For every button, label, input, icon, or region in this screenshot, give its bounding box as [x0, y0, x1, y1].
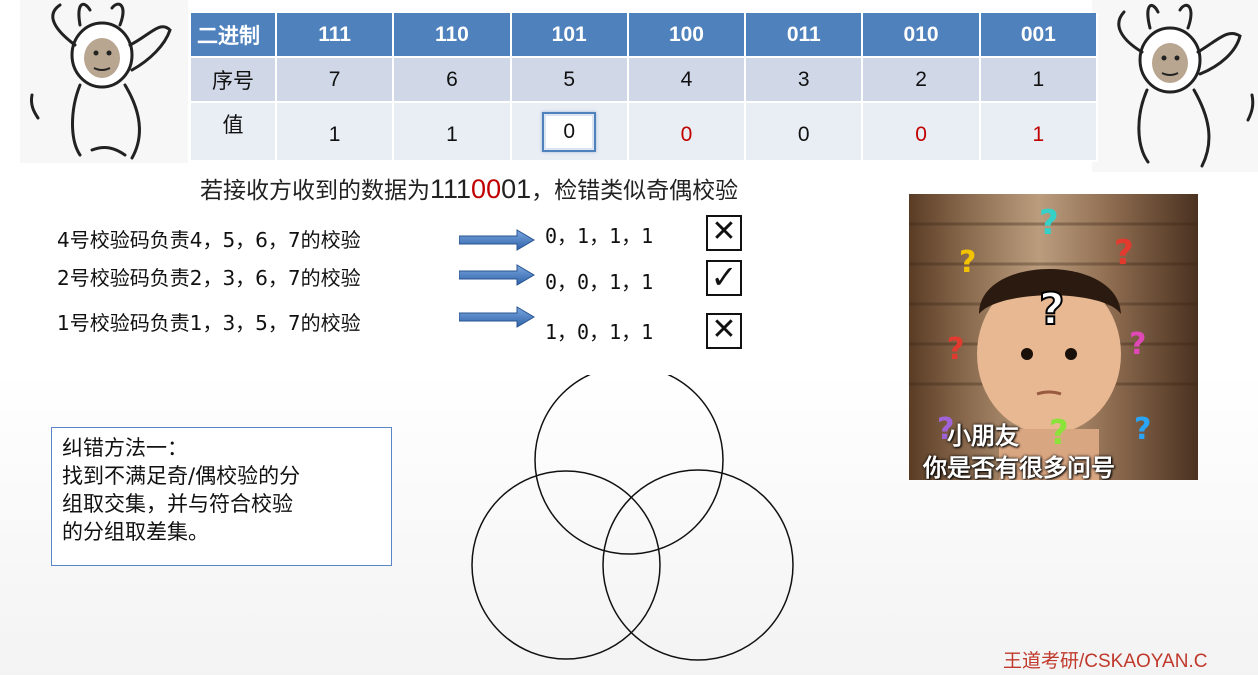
- meme-caption-line1: 小朋友: [947, 422, 1019, 450]
- value-cell: 0: [627, 102, 747, 162]
- table-header-row: 二进制 111 110 101 100 011 010 001: [191, 13, 1099, 58]
- received-code-part3: 01: [501, 174, 532, 204]
- value-cell: 1: [393, 102, 512, 162]
- arrow-icon: [459, 229, 535, 251]
- binary-cell: 010: [862, 13, 981, 58]
- check-rule-1: 1号校验码负责1，3，5，7的校验: [57, 311, 361, 335]
- svg-text:?: ?: [1039, 203, 1059, 243]
- svg-text:?: ?: [1039, 284, 1065, 335]
- value-cell-highlighted: 0: [510, 102, 629, 162]
- venn-circle-top: [534, 375, 724, 555]
- value-cell: 0: [745, 102, 864, 162]
- note-line: 组取交集，并与符合校验: [62, 492, 293, 516]
- binary-header-label: 二进制: [191, 13, 277, 58]
- cross-mark-icon: ✕: [706, 215, 742, 251]
- binary-cell: 110: [393, 13, 512, 58]
- check-rule-4: 4号校验码负责4，5，6，7的校验: [57, 228, 361, 252]
- left-meme-sticker: [20, 0, 188, 163]
- received-data-sentence: 若接收方收到的数据为1110001，检错类似奇偶校验: [200, 171, 738, 205]
- brand-watermark: 王道考研/CSKAOYAN.C: [1003, 651, 1208, 672]
- correction-method-note: 纠错方法一： 找到不满足奇/偶校验的分 组取交集，并与符合校验 的分组取差集。: [51, 427, 392, 566]
- highlighted-bit: 0: [542, 112, 597, 152]
- check-values-2: 0，0，1，1: [545, 270, 654, 294]
- value-cell: 0: [862, 102, 981, 162]
- right-meme-sticker: [1092, 0, 1258, 172]
- cross-mark-icon: ✕: [706, 313, 742, 349]
- svg-text:?: ?: [959, 245, 976, 280]
- binary-cell: 011: [745, 13, 864, 58]
- note-line: 的分组取差集。: [62, 520, 209, 544]
- venn-circle-right: [602, 469, 794, 661]
- binary-cell: 101: [510, 13, 629, 58]
- check-mark-icon: ✓: [706, 260, 742, 296]
- svg-text:?: ?: [947, 332, 964, 367]
- index-cell: 2: [862, 57, 981, 103]
- note-line: 找到不满足奇/偶校验的分: [62, 464, 301, 488]
- index-cell: 6: [393, 57, 512, 103]
- table-row-index: 序号 7 6 5 4 3 2 1: [191, 57, 1099, 103]
- table-row-value: 值 1 1 0 0 0 0 1: [191, 102, 1099, 162]
- note-title: 纠错方法一：: [62, 436, 188, 460]
- rabbit-meme-icon: [30, 2, 172, 160]
- question-baby-meme: ? ? ? ? ? ? ? ? ? 小朋友 你是否有很多问号: [909, 194, 1198, 480]
- svg-text:?: ?: [1114, 233, 1134, 273]
- svg-text:?: ?: [937, 412, 954, 447]
- index-cell: 3: [745, 57, 864, 103]
- baby-photo-image: ? ? ? ? ? ? ? ? ?: [909, 203, 1198, 480]
- svg-text:?: ?: [1129, 327, 1146, 362]
- index-cell: 7: [276, 57, 395, 103]
- meme-caption-line2: 你是否有很多问号: [923, 454, 1115, 480]
- arrow-icon: [459, 306, 535, 328]
- rabbit-meme-icon: [1117, 3, 1255, 168]
- arrow-icon: [459, 264, 535, 286]
- value-row-label: 值: [191, 102, 277, 162]
- venn-diagram: [471, 375, 794, 661]
- venn-circle-left: [471, 470, 661, 660]
- hamming-bit-table: 二进制 111 110 101 100 011 010 001 序号 7 6 5…: [191, 13, 1099, 162]
- received-code-part2: 00: [471, 174, 502, 204]
- svg-text:?: ?: [1049, 413, 1069, 453]
- value-cell: 1: [979, 102, 1099, 162]
- received-code-part1: 111: [430, 174, 472, 204]
- binary-cell: 111: [276, 13, 395, 58]
- index-cell: 5: [510, 57, 629, 103]
- check-values-1: 1，0，1，1: [545, 320, 654, 344]
- binary-cell: 001: [979, 13, 1099, 58]
- check-values-4: 0，1，1，1: [545, 224, 654, 248]
- check-rule-2: 2号校验码负责2，3，6，7的校验: [57, 266, 361, 290]
- sentence-suffix: ，检错类似奇偶校验: [531, 178, 739, 204]
- index-row-label: 序号: [191, 57, 277, 103]
- index-cell: 4: [627, 57, 747, 103]
- svg-text:?: ?: [1134, 412, 1151, 447]
- sentence-prefix: 若接收方收到的数据为: [200, 178, 430, 204]
- binary-cell: 100: [627, 13, 747, 58]
- value-cell: 1: [276, 102, 395, 162]
- index-cell: 1: [979, 57, 1099, 103]
